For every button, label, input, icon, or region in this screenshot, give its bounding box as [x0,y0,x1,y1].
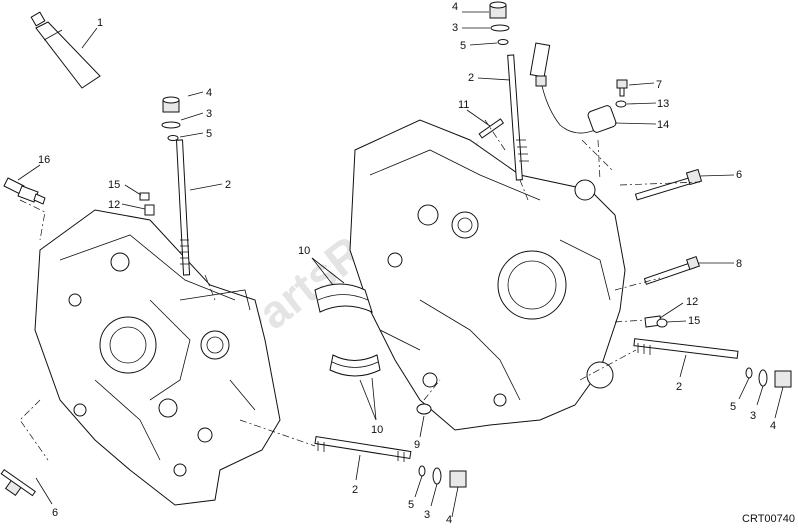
callout-3: 3 [424,509,430,521]
stud-left-vertical[interactable] [175,139,191,276]
sealant-tube[interactable] [30,11,101,89]
callout-5: 5 [408,499,414,511]
oring-left-top [167,135,179,141]
callout-4: 4 [206,87,212,99]
callout-2: 2 [676,381,682,393]
callout-9: 9 [414,439,420,451]
right-crankcase-half[interactable] [349,119,626,431]
bolt-left-bottom[interactable] [0,468,36,497]
stud-bottom-horizontal[interactable] [314,435,412,462]
callout-5: 5 [206,128,212,140]
callout-5: 5 [730,401,736,413]
nut-left-top[interactable] [162,96,180,113]
screw-7[interactable] [616,79,628,97]
oring-bottom-h [418,465,426,477]
washer-bottom-h [432,467,442,485]
callout-5: 5 [460,40,466,52]
callout-16: 16 [38,154,50,166]
callout-4: 4 [446,514,452,526]
callout-3: 3 [750,410,756,422]
washer-13 [615,100,627,108]
callout-10: 10 [371,424,383,436]
callout-11: 11 [458,99,469,111]
callout-2: 2 [352,484,358,496]
diagram-code: CRT00740 [742,513,795,525]
callout-1: 1 [97,17,103,29]
callout-10: 10 [298,245,310,257]
callout-15: 15 [688,315,700,327]
plug-left-12[interactable] [144,204,155,216]
callout-8: 8 [736,258,742,270]
callout-3: 3 [452,22,458,34]
callout-4: 4 [452,1,458,13]
callout-3: 3 [206,108,212,120]
bolt-right-8[interactable] [643,256,700,285]
callout-12: 12 [686,296,698,308]
temperature-sensor[interactable] [3,177,46,205]
leader-lines [35,11,784,518]
plug-left-15[interactable] [139,192,150,201]
callout-6: 6 [52,507,58,519]
main-bearing-upper[interactable] [314,283,373,313]
callout-2: 2 [225,179,231,191]
main-bearing-lower[interactable] [329,354,381,377]
callout-14: 14 [657,119,669,131]
washer-right-h [758,369,768,387]
nut-bottom-h[interactable] [449,470,467,488]
oring-9 [416,403,432,415]
callout-2: 2 [468,72,474,84]
bolt-right-6[interactable] [634,168,703,201]
callout-6: 6 [736,169,742,181]
callout-13: 13 [657,98,669,110]
washer-left-top [161,121,181,129]
stud-right-vertical[interactable] [507,54,529,181]
bolt-11[interactable] [478,118,505,139]
nut-right-top[interactable] [489,1,507,19]
oring-right-15 [656,318,668,328]
oring-right-h [745,367,753,379]
callout-7: 7 [656,79,662,91]
nut-right-h[interactable] [774,370,792,388]
stud-right-horizontal[interactable] [633,338,739,359]
washer-right-top [490,24,510,32]
callout-15: 15 [108,179,120,191]
callout-4: 4 [770,420,776,432]
oring-right-top [497,39,509,45]
callout-12: 12 [108,199,120,211]
left-crankcase-half[interactable] [34,209,281,506]
pickup-sensor[interactable] [529,42,617,134]
